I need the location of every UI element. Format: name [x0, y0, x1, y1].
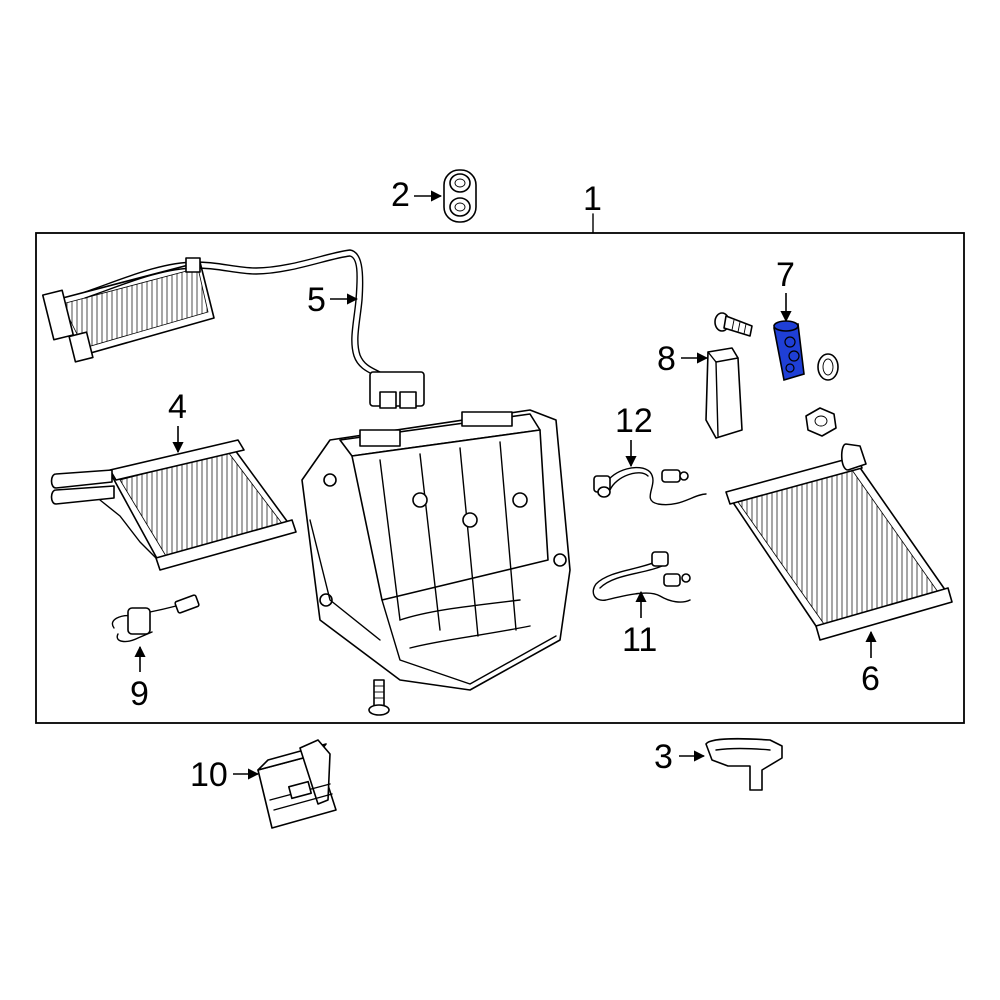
- callout-3: 3: [654, 738, 673, 776]
- assembly-frame: [35, 232, 965, 724]
- sensor-part-11: [592, 551, 691, 603]
- ptc-heater-part-5: [41, 249, 425, 409]
- duct-part-3: [705, 738, 783, 791]
- callout-10: 10: [190, 756, 228, 794]
- hvac-case-part-1: [301, 409, 571, 691]
- o-ring: [817, 353, 839, 381]
- expansion-valve-part-7: [773, 320, 805, 382]
- callout-1: 1: [583, 180, 602, 218]
- screw: [368, 679, 390, 716]
- callout-9: 9: [130, 675, 149, 713]
- sensor-part-9: [111, 594, 200, 643]
- callout-5: 5: [307, 281, 326, 319]
- evaporator-part-6: [725, 443, 953, 641]
- callout-11: 11: [622, 621, 657, 659]
- callout-2: 2: [391, 176, 410, 214]
- bolt: [714, 312, 753, 337]
- callout-8: 8: [657, 340, 676, 378]
- callout-4: 4: [168, 388, 187, 426]
- callout-12: 12: [615, 402, 653, 440]
- cover-part-8: [705, 347, 743, 439]
- heater-core-part-4: [50, 439, 297, 571]
- grommet-part-2: [443, 169, 477, 223]
- callout-6: 6: [861, 660, 880, 698]
- sensor-part-12: [593, 466, 707, 506]
- callout-7: 7: [776, 256, 795, 294]
- nut: [805, 407, 837, 437]
- blower-controller-part-10: [257, 739, 337, 829]
